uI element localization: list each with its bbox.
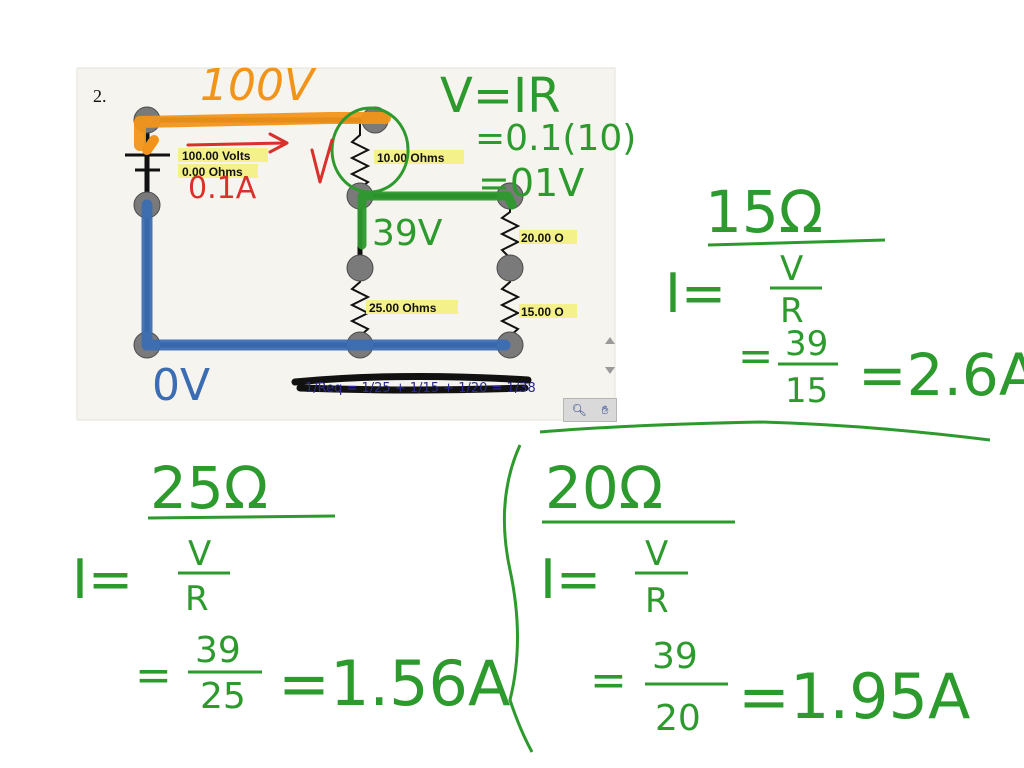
highlighter-overlays [134, 106, 532, 394]
formula-num-25: V [188, 534, 211, 574]
formula-lhs-25: I= [72, 548, 133, 611]
scroll-arrows[interactable] [605, 337, 615, 374]
formula-den-25: R [185, 579, 209, 619]
formula-num-15: V [780, 249, 803, 289]
calc-den-25: 25 [200, 676, 246, 717]
formula-lhs-20: I= [540, 548, 601, 611]
battery-resistance-highlight [178, 164, 258, 178]
ohms-law-formula: V=IR [440, 68, 561, 124]
green-path-39v [357, 191, 517, 250]
r4-label: 15.00 O [521, 305, 564, 319]
r4-highlight [519, 304, 577, 318]
calc-num-20: 39 [652, 636, 698, 677]
formula-den-20: R [645, 581, 669, 621]
top-voltage-label: 100V [200, 60, 317, 111]
ohms-law-result: =01V [478, 161, 584, 205]
calc-den-20: 20 [655, 698, 701, 739]
eq-sign-20: = [590, 655, 627, 706]
battery-symbol [125, 153, 170, 172]
formula-num-20: V [645, 534, 668, 574]
block-20-ohm: 20Ω I= V R = 39 20 =1.95A [540, 454, 970, 739]
battery-resistance-label: 0.00 Ohms [182, 165, 243, 179]
brace-divider [502, 444, 534, 753]
orange-stub [142, 135, 159, 155]
node-voltage-label: 39V [372, 213, 443, 254]
formula-lhs-15: I= [665, 262, 726, 325]
battery-voltage-highlight [178, 148, 268, 162]
heading-underline-25 [147, 514, 336, 520]
heading-underline-15 [707, 238, 886, 247]
current-arrow-shaft [186, 141, 287, 147]
problem-number: 2. [93, 86, 107, 106]
scroll-up-icon[interactable] [605, 337, 615, 344]
resistor-20-heading: 20Ω [545, 454, 663, 522]
ohms-law-substitution: =0.1(10) [475, 118, 636, 159]
eq-sign-15: = [738, 331, 773, 380]
hand-icon[interactable]: ✋︎ [601, 403, 609, 417]
result-15: =2.6A [858, 341, 1024, 409]
divider-line [539, 420, 991, 442]
eq-sign-25: = [135, 650, 172, 701]
calc-num-15: 39 [785, 324, 828, 364]
block-15-ohm: 15Ω I= V R = 39 15 =2.6A [665, 178, 1024, 411]
r3-highlight [366, 300, 458, 314]
r2-label: 20.00 O [521, 231, 564, 245]
down-arrow-annotation [310, 138, 334, 184]
result-20: =1.95A [738, 660, 970, 733]
orange-path-100v [134, 112, 391, 151]
r2-highlight [519, 230, 577, 244]
r1-label: 10.00 Ohms [377, 151, 445, 165]
formula-den-15: R [780, 291, 804, 331]
block-25-ohm: 25Ω I= V R = 39 25 =1.56A [72, 454, 510, 720]
result-25: =1.56A [278, 647, 510, 720]
current-value-label: 0.1A [188, 171, 257, 206]
r3-label: 25.00 Ohms [369, 301, 437, 315]
scroll-down-icon[interactable] [605, 367, 615, 374]
ground-voltage-label: 0V [152, 360, 210, 411]
node-lower-left [346, 254, 374, 282]
resistor-15-heading: 15Ω [705, 178, 823, 246]
node-lower-right [496, 254, 524, 282]
resistor-circle-annotation [330, 106, 410, 194]
calc-num-25: 39 [195, 630, 241, 671]
zoom-toolbar: 🔍︎ ✋︎ [563, 398, 617, 422]
r1-highlight [374, 150, 464, 164]
magnifier-icon[interactable]: 🔍︎ [571, 403, 587, 417]
req-formula: 1/Req = 1/25 + 1/15 + 1/20 = 1/38 [305, 381, 536, 396]
current-arrow-head [268, 132, 289, 154]
calc-den-15: 15 [785, 371, 828, 411]
circuit-annotations: 100V 0.1A 0V 39V 1/Req = 1/25 + 1/15 + 1… [152, 60, 636, 411]
blue-path-0v [141, 199, 511, 351]
req-scribble-out [291, 372, 532, 394]
component-labels: 100.00 Volts 0.00 Ohms 10.00 Ohms 20.00 … [178, 148, 577, 319]
battery-voltage-label: 100.00 Volts [182, 149, 251, 163]
resistor-25-heading: 25Ω [150, 454, 268, 522]
